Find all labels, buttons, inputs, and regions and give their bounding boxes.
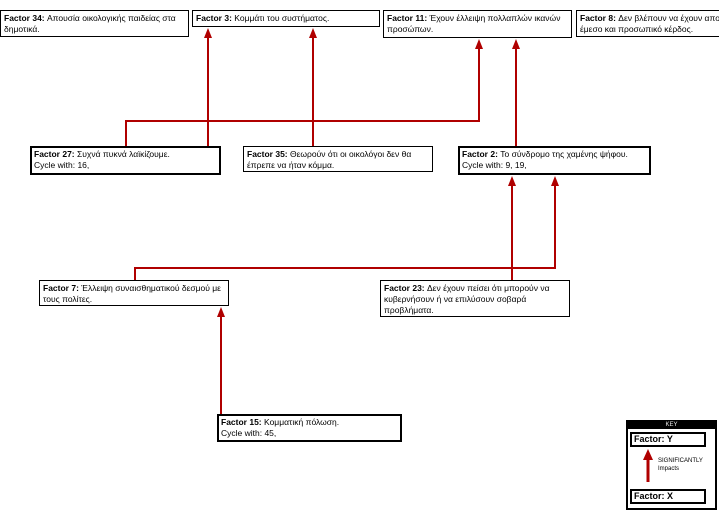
factor-8-label: Factor 8: [580,13,616,23]
factor-27-cycle-info: Cycle with: 16, [34,160,90,170]
factor-23-text-continued: κυβερνήσουν ή να επιλύσουν σοβαρά [384,294,527,304]
factor-23-label: Factor 23: [384,283,425,293]
factor-7-text: Έλλειψη συναισθηματικού δεσμού με [81,283,221,293]
factor-2-label: Factor 2: [462,149,498,159]
key-target-factor-box: Factor: Y [630,432,706,447]
arrow-line [125,48,480,146]
factor-box-27: Factor 27: Συχνά πυκνά λαϊκίζουμε. Cycle… [30,146,221,175]
factor-box-23: Factor 23: Δεν έχουν πείσει ότι μπορούν … [380,280,570,317]
factor-35-first-line: Factor 35: Θεωρούν ότι οι οικολόγοι δεν … [247,149,430,160]
arrowhead [475,39,483,49]
factor-3-first-line: Factor 3: Κομμάτι του συστήματος. [196,13,377,24]
key-relation-text: SIGNIFICANTLY Impacts [658,457,703,473]
factor-27-first-line: Factor 27: Συχνά πυκνά λαϊκίζουμε. [34,149,217,160]
factor-8-text: Δεν βλέπουν να έχουν αποιο [618,13,719,23]
factor-11-first-line: Factor 11: Έχουν έλλειψη πολλαπλών ικανώ… [387,13,569,24]
factor-box-2: Factor 2: Το σύνδρομο της χαμένης ψήφου.… [458,146,651,175]
factor-23-first-line: Factor 23: Δεν έχουν πείσει ότι μπορούν … [384,283,567,294]
factor-34-first-line: Factor 34: Απουσία οικολογικής παιδείας … [4,13,186,24]
arrow-factor-27-to-factor-11 [125,39,483,146]
arrowhead [512,39,520,49]
factor-2-cycle-info: Cycle with: 9, 19, [462,160,527,170]
factor-8-first-line: Factor 8: Δεν βλέπουν να έχουν αποιο [580,13,719,24]
arrow-factor-27-to-factor-3 [204,28,212,146]
factor-3-text: Κομμάτι του συστήματος. [234,13,330,23]
arrowhead [204,28,212,38]
arrow-factor-23-to-factor-2 [508,176,516,280]
arrow-factor-35-to-factor-3 [309,28,317,146]
factor-11-label: Factor 11: [387,13,428,23]
key-target-factor-label: Factor: Y [634,434,673,444]
factor-35-label: Factor 35: [247,149,288,159]
factor-34-label: Factor 34: [4,13,45,23]
factor-23-text-continued-2: προβλήματα. [384,305,434,315]
key-source-factor-label: Factor: X [634,491,674,501]
factor-box-7: Factor 7: Έλλειψη συναισθηματικού δεσμού… [39,280,229,306]
factor-27-label: Factor 27: [34,149,75,159]
factor-7-first-line: Factor 7: Έλλειψη συναισθηματικού δεσμού… [43,283,226,294]
key-title: KEY [628,422,715,429]
key-impact-arrow-icon [643,449,653,482]
factor-15-text: Κομματική πόλωση. [264,417,340,427]
arrow-factor-2-to-factor-11 [512,39,520,146]
arrowhead [217,307,225,317]
arrow-factor-15-to-factor-7 [217,307,225,414]
factor-box-11: Factor 11: Έχουν έλλειψη πολλαπλών ικανώ… [383,10,572,38]
arrowhead [551,176,559,186]
factor-7-text-continued: τους πολίτες. [43,294,93,304]
factor-3-label: Factor 3: [196,13,232,23]
factor-box-35: Factor 35: Θεωρούν ότι οι οικολόγοι δεν … [243,146,433,172]
factor-box-15: Factor 15: Κομματική πόλωση. Cycle with:… [217,414,402,442]
factor-27-text: Συχνά πυκνά λαϊκίζουμε. [77,149,170,159]
key-legend: KEY Factor: Y SIGNIFICANTLY Impacts Fact… [626,420,717,510]
arrowhead [643,449,653,460]
factor-2-first-line: Factor 2: Το σύνδρομο της χαμένης ψήφου. [462,149,647,160]
factor-11-text-continued: προσώπων. [387,24,434,34]
factor-box-34: Factor 34: Απουσία οικολογικής παιδείας … [0,10,189,37]
factor-15-first-line: Factor 15: Κομματική πόλωση. [221,417,398,428]
factor-box-8: Factor 8: Δεν βλέπουν να έχουν αποιο έμε… [576,10,719,37]
factor-2-text: Το σύνδρομο της χαμένης ψήφου. [500,149,628,159]
factor-23-text: Δεν έχουν πείσει ότι μπορούν να [427,283,550,293]
factor-15-cycle-info: Cycle with: 45, [221,428,277,438]
factor-7-label: Factor 7: [43,283,79,293]
factor-35-text-continued: έπρεπε να ήταν κόμμα. [247,160,335,170]
arrowhead [309,28,317,38]
arrow-factor-7-to-factor-2 [134,176,559,280]
factor-15-label: Factor 15: [221,417,262,427]
factor-11-text: Έχουν έλλειψη πολλαπλών ικανών [429,13,561,23]
arrow-line [134,185,556,280]
key-source-factor-box: Factor: X [630,489,706,504]
arrowhead [508,176,516,186]
factor-34-text-continued: δημοτικά. [4,24,40,34]
factor-35-text: Θεωρούν ότι οι οικολόγοι δεν θα [290,149,412,159]
key-relation-line-2: Impacts [658,466,680,472]
factor-34-text: Απουσία οικολογικής παιδείας στα [47,13,176,23]
factor-box-3: Factor 3: Κομμάτι του συστήματος. [192,10,380,27]
factor-8-text-continued: έμεσο και προσωπικό κέρδος. [580,24,694,34]
key-relation-line-1: SIGNIFICANTLY [658,458,703,464]
